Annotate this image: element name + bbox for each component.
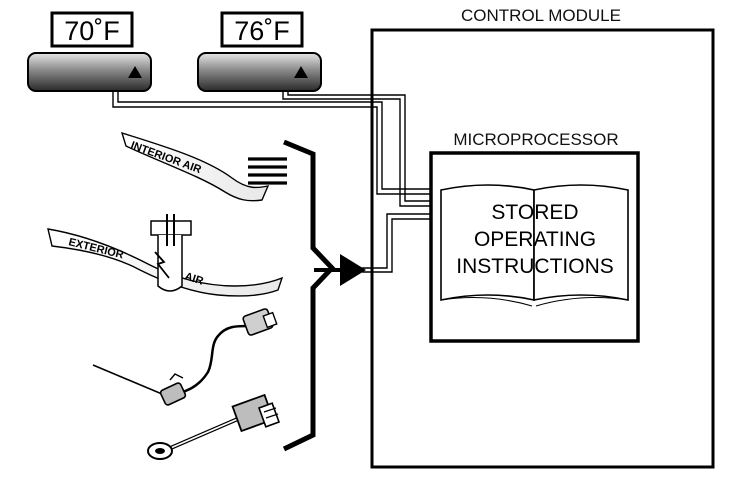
arrow-right-icon [314, 254, 366, 286]
temperature-reading: 70˚F [64, 16, 120, 46]
thermostat-body [27, 52, 152, 92]
spark-icon [154, 251, 170, 279]
exterior-label: EXTERIOR [67, 236, 125, 261]
control-module-box [370, 28, 715, 469]
sensor-input-bracket [282, 139, 336, 452]
thermostat-left: 70˚F [27, 11, 152, 92]
cable-sensor [92, 308, 278, 406]
control-module-label: CONTROL MODULE [461, 6, 621, 25]
thermostat-body [197, 52, 322, 92]
exterior-air-ribbon [47, 228, 284, 297]
control-module: CONTROL MODULE [370, 6, 715, 469]
book-line-instructions: INSTRUCTIONS [456, 255, 614, 278]
exterior-air-sensor: EXTERIOR AIR [47, 214, 284, 297]
air-label: AIR [183, 270, 205, 287]
interior-air-sensor: INTERIOR AIR [120, 131, 287, 202]
sensor-mount-plate [150, 220, 192, 236]
signal-wires [112, 91, 432, 273]
thermostat-right: 76˚F [197, 11, 322, 92]
temperature-display [220, 11, 304, 48]
temperature-reading: 76˚F [234, 16, 290, 46]
microprocessor: MICROPROCESSOR [429, 130, 640, 343]
temperature-display [50, 11, 134, 48]
open-book-icon: STORED OPERATING INSTRUCTIONS [440, 184, 629, 307]
book-line-operating: OPERATING [474, 228, 596, 251]
up-arrow-icon [128, 66, 142, 78]
vent-grille-icon [248, 157, 287, 185]
microprocessor-box [429, 151, 640, 343]
sensor-probe [157, 235, 183, 292]
book-line-stored: STORED [491, 201, 578, 224]
cable-clip [159, 382, 187, 406]
interior-air-ribbon [120, 131, 270, 202]
up-arrow-icon [294, 66, 308, 78]
microprocessor-label: MICROPROCESSOR [453, 130, 618, 149]
probe-sensor [147, 393, 281, 460]
